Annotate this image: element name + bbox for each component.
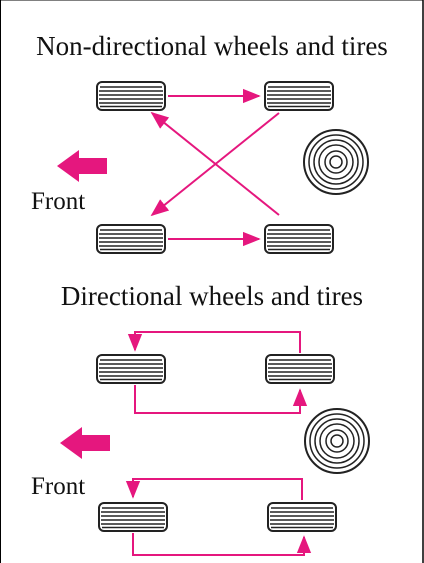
tire-front-left-icon (96, 354, 166, 384)
tire-rear-left-icon (96, 224, 166, 254)
directional-diagram (60, 331, 370, 556)
non-directional-title: Non-directional wheels and tires (36, 31, 388, 61)
tire-rear-right-icon (267, 502, 337, 532)
front-label: Front (31, 473, 86, 500)
tire-front-right-icon (265, 354, 335, 384)
rotation-arrow-rear-left-to-rear-right (132, 533, 312, 556)
rotation-arrow-rear-right-to-rear-left (125, 478, 303, 500)
tire-rear-right-icon (264, 224, 334, 254)
directional-title: Directional wheels and tires (60, 281, 364, 311)
rotation-arrow-front-right-to-rear-left (150, 112, 280, 217)
front-direction-arrow-icon (57, 150, 107, 182)
rotation-arrow-front-right-to-front-left (127, 331, 301, 353)
tire-rear-left-icon (98, 502, 168, 532)
front-label: Front (31, 188, 86, 215)
non-directional-diagram (57, 81, 369, 254)
tire-front-right-icon (264, 81, 334, 111)
rotation-arrow-front-left-to-front-right (134, 385, 308, 414)
tire-side-icon (304, 408, 370, 474)
tire-side-icon (303, 129, 369, 195)
tire-front-left-icon (96, 81, 166, 111)
front-direction-arrow-icon (60, 427, 110, 459)
